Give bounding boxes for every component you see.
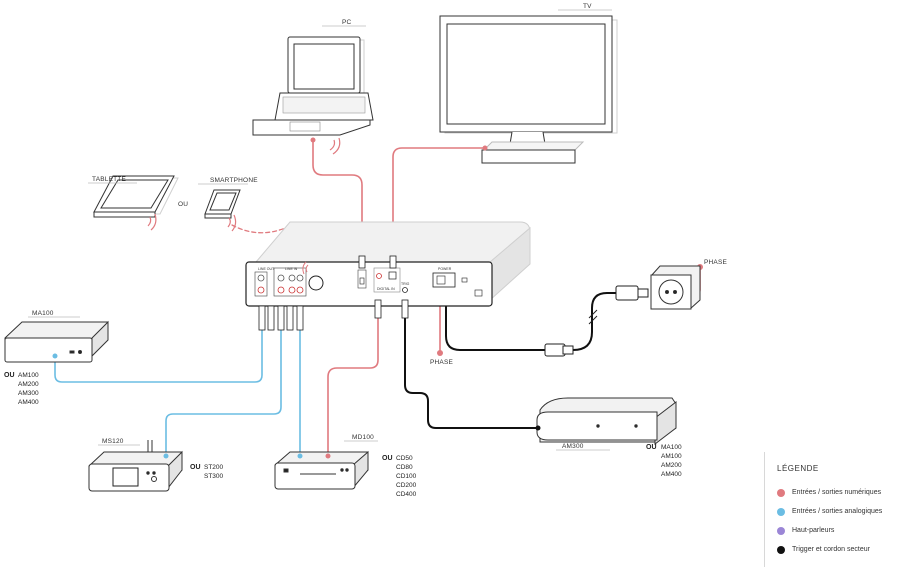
smartphone-label-text: SMARTPHONE <box>210 177 258 184</box>
alt-item: AM200 <box>18 381 39 388</box>
wifi-icon <box>227 214 237 232</box>
alt-item: AM400 <box>661 471 682 478</box>
legend-dot-icon <box>777 488 785 497</box>
md100-device <box>274 450 369 490</box>
line-in-label: LINE IN <box>285 267 298 271</box>
ma100-label-text: MA100 <box>32 310 54 317</box>
cable-plugs <box>258 255 409 331</box>
legend-title: LÉGENDE <box>777 464 819 473</box>
legend-item-label: Trigger et cordon secteur <box>792 546 870 553</box>
alt-item: CD100 <box>396 473 417 480</box>
legend-item-label: Haut-parleurs <box>792 527 835 534</box>
main-unit: LINE OUT LINE IN DIGITAL IN TRIG POWER <box>245 221 531 307</box>
tv-label: TV <box>558 3 612 11</box>
am300-device <box>536 397 677 446</box>
or-text: OU <box>4 372 15 379</box>
alt-item: ST200 <box>204 464 224 471</box>
alt-item: AM300 <box>18 390 39 397</box>
md100-label: MD100 <box>344 434 378 442</box>
cable-terminals <box>52 137 541 459</box>
am300-label: AM300 <box>556 443 610 451</box>
cable-trigger-am300 <box>404 317 539 429</box>
alt-item: CD80 <box>396 464 413 471</box>
legend-item-label: Entrées / sorties analogiques <box>792 508 883 515</box>
ms120-label-text: MS120 <box>102 438 124 445</box>
wifi-icon <box>147 213 157 231</box>
smartphone-label: SMARTPHONE <box>198 177 258 185</box>
legend-item-trigger: Trigger et cordon secteur <box>777 540 900 559</box>
or-text: OU <box>382 455 393 462</box>
pc-label-text: PC <box>342 19 352 26</box>
legend-dot-icon <box>777 507 785 516</box>
legend-item-label: Entrées / sorties numériques <box>792 489 882 496</box>
tablet-device <box>93 175 179 218</box>
am300-alternatives: OU MA100 AM100 AM200 AM400 <box>646 444 682 478</box>
cable-power-b <box>572 292 619 351</box>
alt-item: AM100 <box>661 453 682 460</box>
wall-socket <box>650 265 701 310</box>
alt-item: AM100 <box>18 372 39 379</box>
ms120-alternatives: OU ST200 ST300 <box>190 464 224 480</box>
ma100-label: MA100 <box>28 310 80 318</box>
tablet-label: TABLETTE <box>88 176 137 184</box>
smartphone-device <box>204 189 241 219</box>
legend-item-speaker: Haut-parleurs <box>777 521 900 540</box>
cable-tv-optical <box>392 147 486 263</box>
tablet-label-text: TABLETTE <box>92 176 126 183</box>
md100-alternatives: OU CD50 CD80 CD100 CD200 CD400 <box>382 455 417 498</box>
phase-right-label: PHASE <box>704 259 728 266</box>
or-text: OU <box>178 201 188 208</box>
legend-dot-icon <box>777 545 785 554</box>
md100-label-text: MD100 <box>352 434 374 441</box>
legend-item-analog: Entrées / sorties analogiques <box>777 502 900 521</box>
ma100-alternatives: OU AM100 AM200 AM300 AM400 <box>4 372 39 406</box>
cable-md100-digital <box>327 317 379 457</box>
alt-item: ST300 <box>204 473 224 480</box>
phase-bottom: PHASE <box>430 350 454 366</box>
power-plug <box>544 285 649 357</box>
alt-item: CD400 <box>396 491 417 498</box>
wifi-icon <box>302 261 309 275</box>
ms120-device <box>88 440 183 492</box>
alt-item: CD50 <box>396 455 413 462</box>
cable-ms120-analog <box>165 329 282 457</box>
tv-device <box>439 15 618 164</box>
legend-item-digital: Entrées / sorties numériques <box>777 483 900 502</box>
digital-label: DIGITAL IN <box>377 287 395 291</box>
cable-ma100-analog <box>54 329 263 383</box>
power-label: POWER <box>438 267 452 271</box>
wifi-icon <box>329 137 341 155</box>
pc-label: PC <box>322 19 366 27</box>
alt-item: MA100 <box>661 444 682 451</box>
or-text: OU <box>646 444 657 451</box>
trig-label: TRIG <box>401 282 410 286</box>
line-out-label: LINE OUT <box>258 267 275 271</box>
cable-pc-digital <box>312 139 363 263</box>
legend: LÉGENDE Entrées / sorties numériques Ent… <box>764 452 900 567</box>
ms120-label: MS120 <box>98 438 140 446</box>
phase-bottom-label: PHASE <box>430 359 454 366</box>
alt-item: AM200 <box>661 462 682 469</box>
legend-dot-icon <box>777 526 785 535</box>
tv-label-text: TV <box>583 3 592 10</box>
pc-device <box>252 36 374 136</box>
or-text: OU <box>190 464 201 471</box>
ma100-device <box>4 320 109 363</box>
alt-item: AM400 <box>18 399 39 406</box>
phase-right: PHASE <box>697 259 728 270</box>
am300-label-text: AM300 <box>562 443 584 450</box>
alt-item: CD200 <box>396 482 417 489</box>
cable-power <box>445 289 546 351</box>
